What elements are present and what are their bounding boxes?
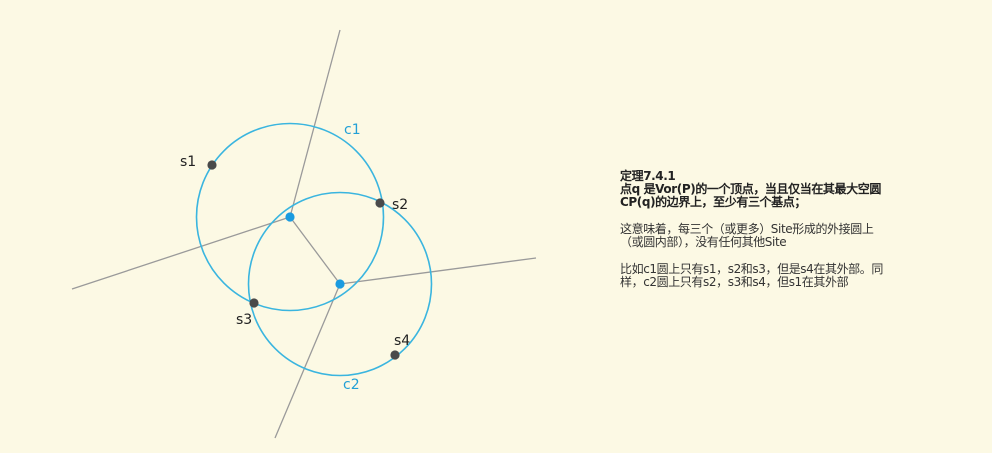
- explanation-panel: 定理7.4.1 点q 是Vor(P)的一个顶点，当且仅当在其最大空圆 CP(q)…: [620, 170, 980, 289]
- site-s1: [207, 160, 217, 170]
- circle-c1: [195, 122, 385, 312]
- site-label-s3: s3: [236, 312, 252, 328]
- site-s2: [375, 198, 385, 208]
- site-s3: [249, 298, 259, 308]
- edge-v2-right: [339, 257, 537, 285]
- site-label-s4: s4: [394, 333, 410, 349]
- voronoi-vertex-1: [285, 212, 295, 222]
- explanation-paragraph: 这意味着，每三个（或更多）Site形成的外接圆上 （或圆内部），没有任何其他Si…: [620, 222, 874, 249]
- circle-c2: [247, 191, 433, 377]
- voronoi-diagram: s1 s2 s3 s4 c1 c2: [71, 29, 537, 439]
- circle-label-c1: c1: [344, 122, 361, 138]
- site-label-s2: s2: [392, 197, 408, 213]
- site-s4: [390, 350, 400, 360]
- theorem-title: 定理7.4.1: [620, 169, 676, 183]
- circle-label-c2: c2: [343, 377, 360, 393]
- theorem-statement: 点q 是Vor(P)的一个顶点，当且仅当在其最大空圆 CP(q)的边界上，至少有…: [620, 182, 881, 209]
- edge-v1-top: [289, 29, 341, 218]
- voronoi-edges: [71, 29, 537, 439]
- example-paragraph: 比如c1圆上只有s1，s2和s3，但是s4在其外部。同 样，c2圆上只有s2，s…: [620, 262, 883, 289]
- edge-v2-bottom: [274, 283, 341, 439]
- edge-v1-v2: [289, 216, 341, 285]
- edge-v1-left: [71, 216, 291, 290]
- site-label-s1: s1: [180, 154, 196, 170]
- voronoi-vertex-2: [335, 279, 345, 289]
